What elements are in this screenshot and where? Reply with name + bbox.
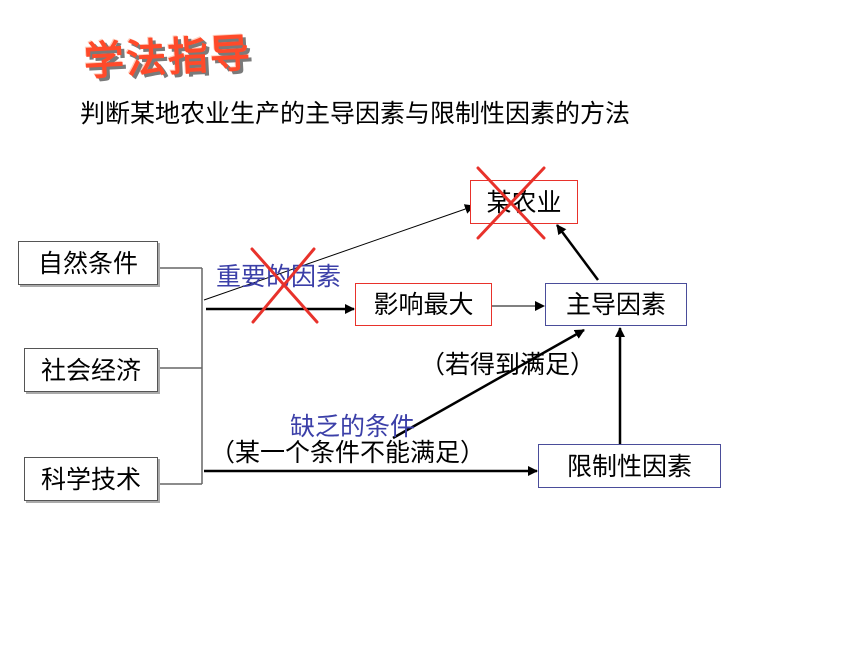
cross-mark-important-factor bbox=[250, 247, 319, 324]
arrow-to-agriculture bbox=[203, 204, 475, 301]
node-most-influential: 影响最大 bbox=[355, 283, 492, 326]
label-important-factor: 重要的因素 bbox=[216, 262, 342, 291]
label-if-satisfied: （若得到满足） bbox=[420, 350, 596, 379]
arrow-dominant-to-agriculture bbox=[555, 224, 600, 281]
arrow-lacking-to-dominant bbox=[392, 328, 585, 440]
label-lacking-condition: 缺乏的条件 bbox=[290, 412, 416, 441]
node-social-economy: 社会经济 bbox=[24, 348, 158, 392]
node-limiting-factor: 限制性因素 bbox=[538, 444, 721, 488]
node-dominant-factor: 主导因素 bbox=[545, 283, 687, 326]
label-one-condition-unsatisfied: （某一个条件不能满足） bbox=[210, 438, 486, 467]
cross-mark-agriculture bbox=[476, 166, 546, 240]
page-title: 判断某地农业生产的主导因素与限制性因素的方法 bbox=[80, 99, 631, 128]
node-science-technology: 科学技术 bbox=[24, 457, 158, 501]
node-natural-conditions: 自然条件 bbox=[18, 241, 158, 285]
